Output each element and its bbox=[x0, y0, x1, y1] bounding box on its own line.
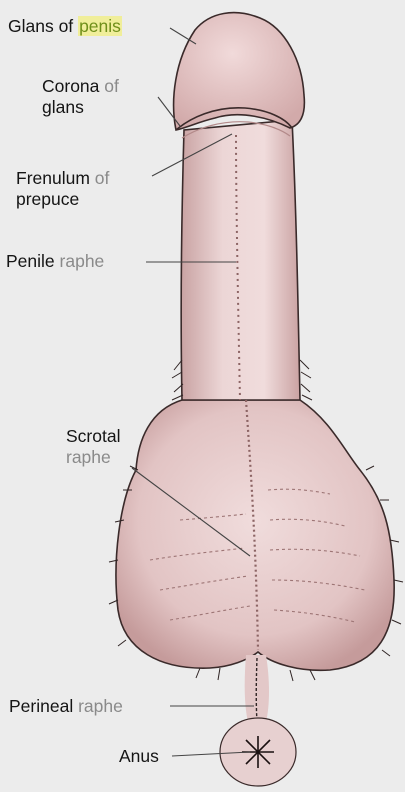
label-frenulum-text: Frenulum bbox=[16, 168, 90, 188]
label-glans-of-penis: Glans of penis bbox=[8, 16, 122, 37]
label-perineal-raphe-word: raphe bbox=[78, 696, 123, 716]
label-glans-highlight: penis bbox=[78, 16, 122, 36]
label-frenulum-line2: prepuce bbox=[16, 189, 109, 210]
label-corona-of-glans: Corona of glans bbox=[42, 76, 119, 118]
label-corona-text: Corona bbox=[42, 76, 99, 96]
label-perineal-raphe: Perineal raphe bbox=[9, 696, 123, 717]
label-scrotal-text: Scrotal bbox=[66, 426, 120, 447]
label-penile-raphe-word: raphe bbox=[60, 251, 105, 271]
label-penile-raphe: Penile raphe bbox=[6, 251, 104, 272]
penile-shaft bbox=[181, 120, 300, 400]
label-perineal-text: Perineal bbox=[9, 696, 73, 716]
label-scrotal-raphe-word: raphe bbox=[66, 447, 120, 468]
label-frenulum-of-prepuce: Frenulum of prepuce bbox=[16, 168, 109, 210]
label-corona-of: of bbox=[104, 76, 119, 96]
label-frenulum-of: of bbox=[95, 168, 110, 188]
label-anus: Anus bbox=[119, 746, 159, 767]
label-glans-text: Glans of bbox=[8, 16, 73, 36]
label-scrotal-raphe: Scrotal raphe bbox=[66, 426, 120, 468]
label-corona-line2: glans bbox=[42, 97, 119, 118]
label-penile-text: Penile bbox=[6, 251, 55, 271]
label-anus-text: Anus bbox=[119, 746, 159, 766]
glans bbox=[174, 13, 305, 130]
